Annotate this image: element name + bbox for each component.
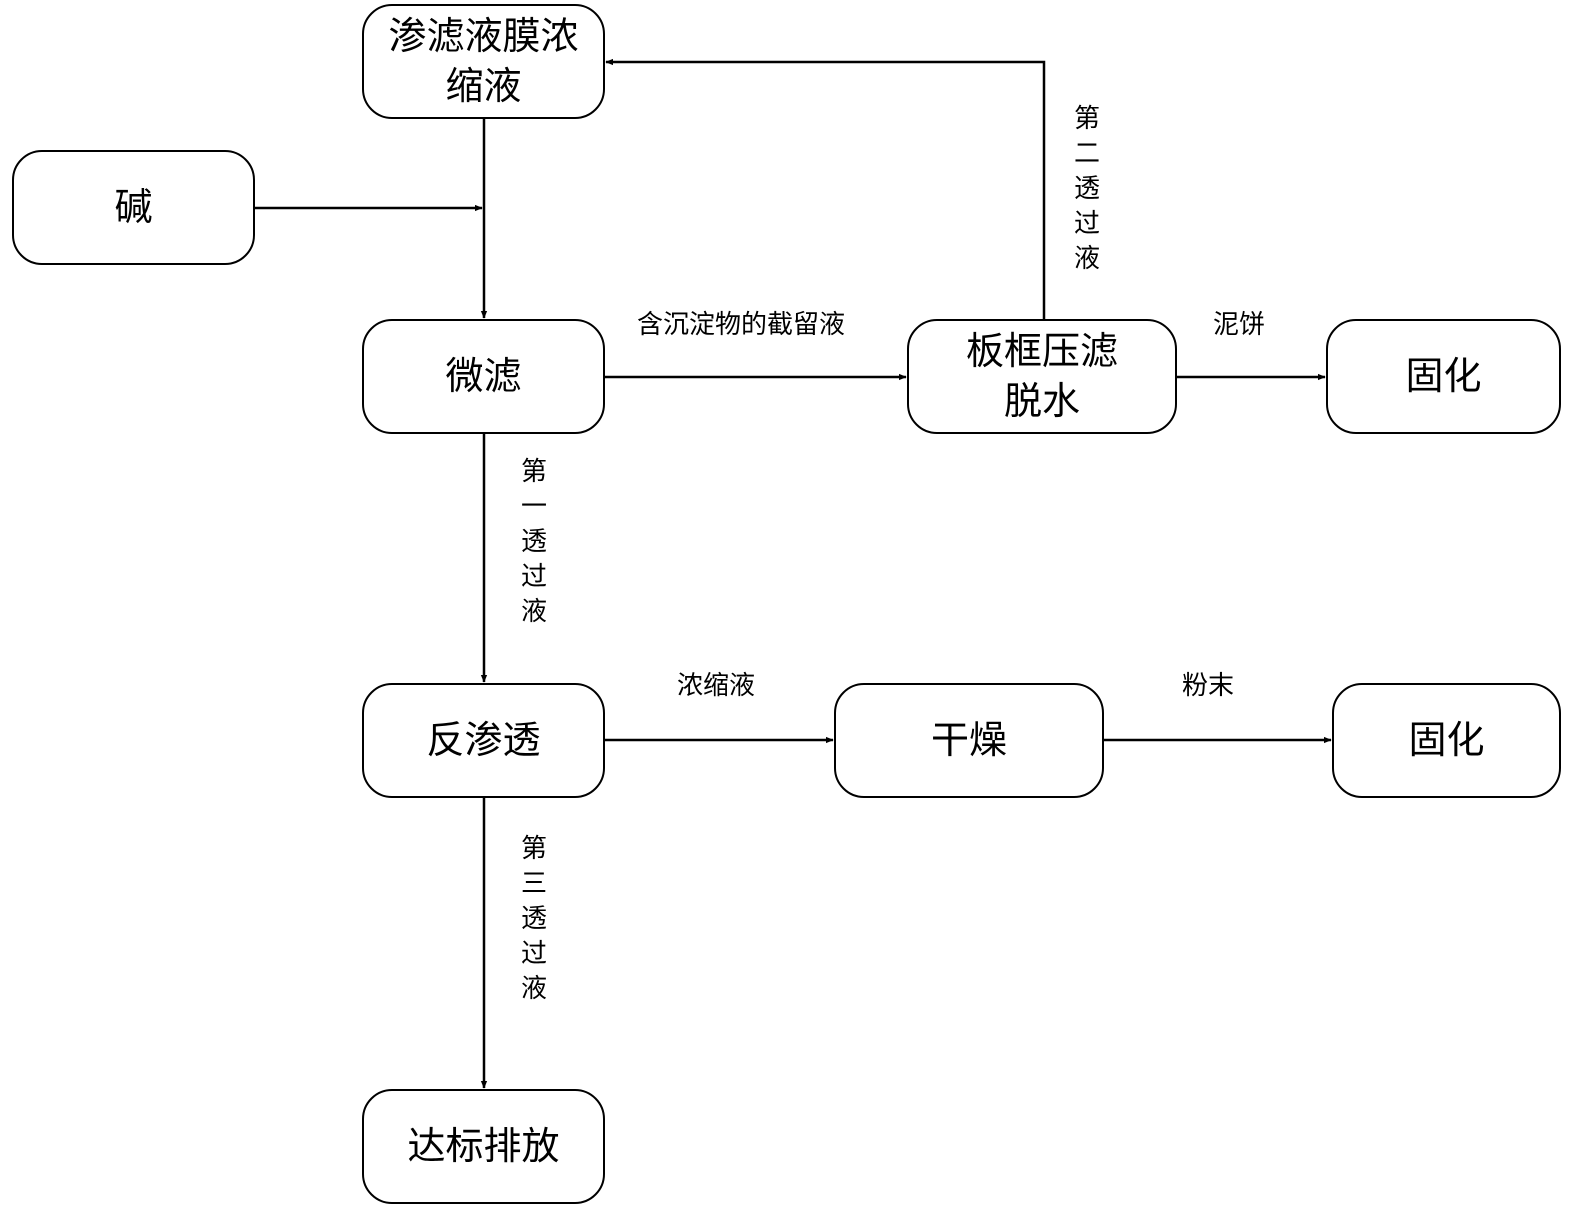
label-retentate: 含沉淀物的截留液	[637, 310, 846, 340]
node-alkali: 碱	[12, 150, 255, 265]
label-powder: 粉末	[1182, 671, 1235, 701]
label-concentrate: 浓缩液	[677, 671, 756, 701]
label-second-permeate: 第二透过液	[1073, 104, 1100, 274]
node-solidify-top: 固化	[1326, 319, 1561, 434]
node-microfiltration-label: 微滤	[445, 353, 522, 398]
node-membrane-concentrate: 渗滤液膜浓缩液	[362, 4, 605, 119]
node-plate-press: 板框压滤脱水	[907, 319, 1177, 434]
label-first-permeate: 第一透过液	[520, 457, 547, 627]
node-solidify-top-label: 固化	[1405, 353, 1482, 398]
edge-plate-press-to-concentrate	[605, 58, 1046, 320]
node-solidify-bottom: 固化	[1332, 683, 1561, 798]
node-reverse-osmosis-label: 反渗透	[426, 717, 541, 762]
label-third-permeate: 第三透过液	[520, 834, 547, 1004]
node-membrane-concentrate-label: 渗滤液膜浓缩液	[388, 14, 579, 108]
node-microfiltration: 微滤	[362, 319, 605, 434]
node-plate-press-label: 板框压滤脱水	[965, 329, 1118, 423]
node-alkali-label: 碱	[114, 184, 153, 229]
node-discharge: 达标排放	[362, 1089, 605, 1204]
label-sludge-cake: 泥饼	[1213, 310, 1266, 340]
node-solidify-bottom-label: 固化	[1408, 717, 1485, 762]
node-reverse-osmosis: 反渗透	[362, 683, 605, 798]
node-discharge-label: 达标排放	[407, 1123, 560, 1168]
node-drying: 干燥	[834, 683, 1104, 798]
node-drying-label: 干燥	[930, 717, 1007, 762]
